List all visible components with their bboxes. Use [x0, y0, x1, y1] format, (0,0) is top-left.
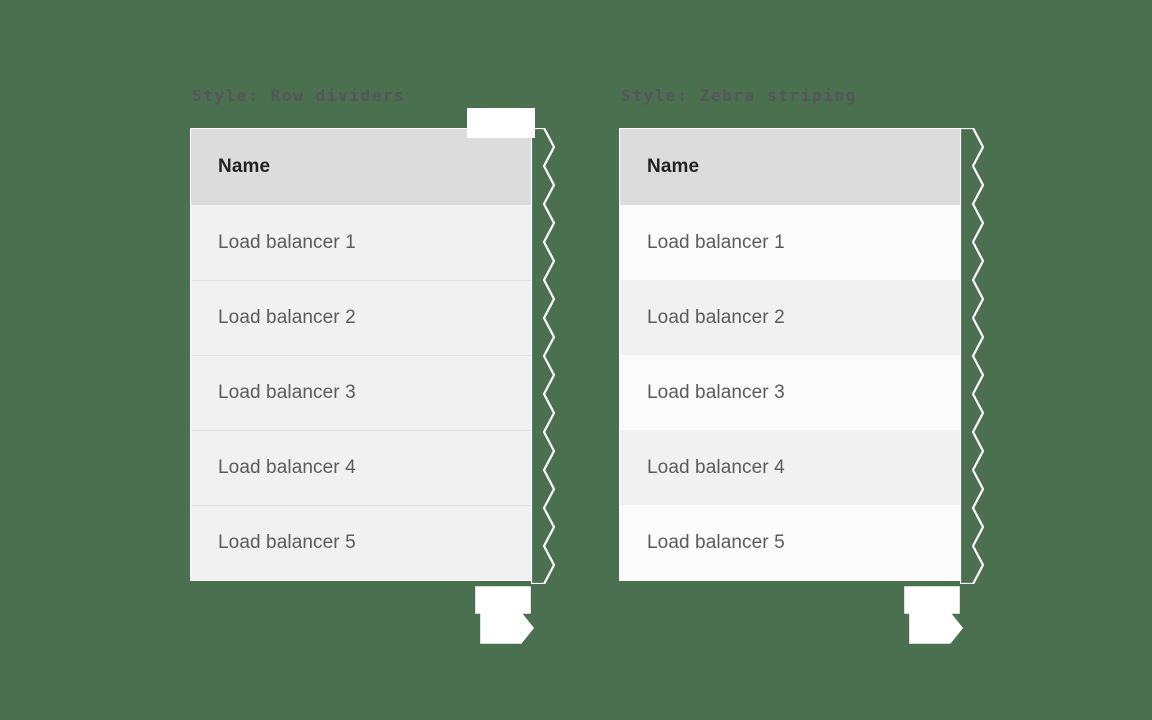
torn-edge-right [531, 128, 555, 584]
torn-paper-flap-bottom-right [904, 586, 966, 644]
panel-zebra-striping: Style: Zebra striping Name Load balancer… [619, 86, 984, 584]
cell-name: Load balancer 4 [647, 456, 785, 478]
table-row[interactable]: Load balancer 1 [620, 205, 960, 280]
cell-name: Load balancer 2 [647, 306, 785, 328]
table-row[interactable]: Load balancer 4 [620, 430, 960, 505]
column-header-name: Name [647, 156, 700, 177]
cell-name: Load balancer 4 [218, 457, 356, 478]
torn-paper-flap-bottom-left [475, 586, 537, 644]
cell-name: Load balancer 3 [218, 382, 356, 403]
column-header-name: Name [218, 156, 271, 177]
table-row[interactable]: Load balancer 5 [191, 505, 531, 580]
cell-name: Load balancer 3 [647, 381, 785, 403]
table-row[interactable]: Load balancer 1 [191, 205, 531, 280]
table-zebra-striping: Name Load balancer 1 Load balancer 2 Loa… [619, 128, 961, 581]
cell-name: Load balancer 2 [218, 307, 356, 328]
table-header-row: Name [191, 129, 531, 205]
cell-name: Load balancer 5 [647, 531, 785, 553]
cell-name: Load balancer 1 [647, 231, 785, 253]
table-row[interactable]: Load balancer 5 [620, 505, 960, 580]
table-row[interactable]: Load balancer 2 [191, 280, 531, 355]
table-wrap-row-dividers: Name Load balancer 1 Load balancer 2 Loa… [190, 128, 555, 584]
table-row-dividers: Name Load balancer 1 Load balancer 2 Loa… [190, 128, 532, 581]
table-row[interactable]: Load balancer 3 [191, 355, 531, 430]
table-row[interactable]: Load balancer 3 [620, 355, 960, 430]
torn-edge-right [960, 128, 984, 584]
table-header-row: Name [620, 129, 960, 205]
table-row[interactable]: Load balancer 2 [620, 280, 960, 355]
cell-name: Load balancer 5 [218, 532, 356, 553]
table-row[interactable]: Load balancer 4 [191, 430, 531, 505]
table-wrap-zebra-striping: Name Load balancer 1 Load balancer 2 Loa… [619, 128, 984, 584]
cell-name: Load balancer 1 [218, 231, 356, 253]
torn-paper-tab-top [467, 108, 535, 138]
panel-title-row-dividers: Style: Row dividers [192, 86, 406, 105]
panel-row-dividers: Style: Row dividers Name Load balancer 1… [190, 86, 555, 584]
panel-title-zebra-striping: Style: Zebra striping [621, 86, 857, 105]
